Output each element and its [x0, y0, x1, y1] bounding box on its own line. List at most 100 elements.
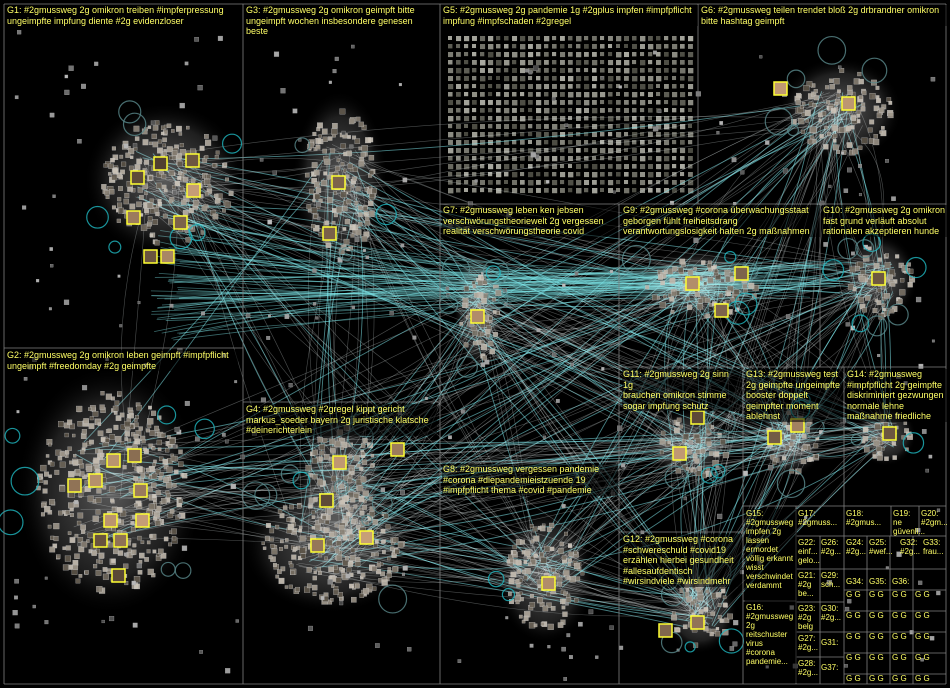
graph-node — [407, 647, 412, 652]
graph-node — [123, 198, 129, 205]
grid-node — [464, 36, 470, 42]
grid-node — [632, 44, 637, 49]
grid-node — [520, 92, 525, 97]
graph-node — [137, 570, 143, 575]
graph-node — [836, 93, 841, 98]
grid-node — [576, 76, 582, 82]
graph-node — [313, 498, 318, 503]
graph-node — [695, 437, 702, 444]
grid-node — [648, 124, 653, 129]
graph-node — [162, 151, 167, 156]
grid-node — [688, 52, 694, 58]
graph-node — [733, 620, 739, 626]
graph-node — [44, 576, 48, 580]
graph-node — [374, 552, 379, 557]
graph-node — [561, 504, 566, 509]
graph-node — [84, 570, 89, 575]
grid-node — [480, 180, 485, 185]
graph-node — [58, 510, 63, 516]
graph-node — [358, 212, 363, 217]
graph-node — [359, 466, 364, 471]
grid-node — [456, 92, 461, 97]
graph-node — [369, 511, 375, 517]
grid-node — [512, 148, 517, 153]
graph-node — [279, 513, 285, 519]
graph-node — [383, 513, 389, 519]
grid-node — [624, 164, 630, 170]
graph-node — [849, 266, 856, 273]
graph-node — [295, 586, 301, 592]
graph-node — [823, 242, 828, 247]
graph-node — [144, 208, 149, 213]
grid-node — [528, 132, 533, 137]
graph-node — [818, 118, 823, 123]
graph-node — [340, 143, 346, 149]
graph-node — [124, 431, 130, 437]
grid-node — [552, 180, 558, 186]
grid-node — [608, 180, 614, 186]
graph-node — [324, 158, 331, 165]
graph-node — [838, 126, 845, 133]
grid-node — [592, 44, 597, 49]
graph-node — [512, 550, 517, 555]
graph-node — [206, 188, 213, 194]
highlighted-node — [113, 533, 128, 548]
grid-node — [480, 116, 485, 121]
grid-node — [680, 84, 685, 89]
grid-node — [496, 140, 501, 145]
grid-node — [624, 100, 629, 105]
graph-node — [32, 604, 36, 609]
graph-node — [588, 609, 594, 615]
grid-node — [672, 60, 677, 65]
grid-node — [480, 108, 485, 113]
graph-node — [318, 232, 323, 237]
self-loop — [837, 237, 859, 260]
graph-node — [101, 184, 107, 190]
graph-node — [711, 265, 716, 270]
graph-node — [523, 556, 528, 560]
graph-node — [179, 186, 184, 191]
group-label-g15: G15: #2gmussweg impfen 2g lassen ermorde… — [745, 509, 797, 603]
grid-node — [488, 52, 494, 58]
grid-node — [528, 148, 534, 154]
graph-node — [719, 121, 724, 125]
graph-node — [832, 125, 839, 132]
grid-node — [672, 124, 677, 129]
graph-node — [362, 505, 367, 510]
grid-node — [680, 108, 685, 113]
graph-node — [313, 302, 317, 306]
grid-node — [616, 172, 621, 177]
graph-node — [706, 263, 712, 268]
grid-node — [448, 92, 453, 97]
graph-node — [916, 528, 921, 533]
graph-node — [672, 266, 678, 272]
graph-node — [361, 145, 368, 152]
grid-node — [520, 188, 526, 194]
grid-node — [552, 116, 557, 121]
graph-node — [696, 303, 703, 310]
graph-node — [312, 457, 318, 464]
graph-node — [359, 593, 365, 598]
grid-node — [688, 180, 694, 186]
graph-node — [43, 480, 48, 485]
self-loop — [280, 464, 300, 484]
graph-node — [111, 146, 116, 151]
graph-node — [62, 564, 69, 571]
grid-node — [512, 84, 518, 90]
grid-node — [608, 52, 613, 57]
graph-node — [812, 103, 817, 108]
grid-node — [608, 44, 613, 49]
graph-node — [563, 591, 569, 597]
graph-node — [12, 610, 18, 616]
graph-node — [58, 421, 65, 428]
graph-node — [112, 168, 119, 175]
grid-node — [520, 100, 526, 106]
grid-node — [512, 100, 518, 106]
graph-node — [705, 313, 710, 319]
graph-node — [355, 556, 361, 562]
grid-node — [472, 180, 478, 186]
graph-node — [748, 282, 755, 289]
grid-node — [608, 148, 614, 154]
graph-node — [813, 443, 819, 449]
highlighted-node — [767, 430, 782, 445]
